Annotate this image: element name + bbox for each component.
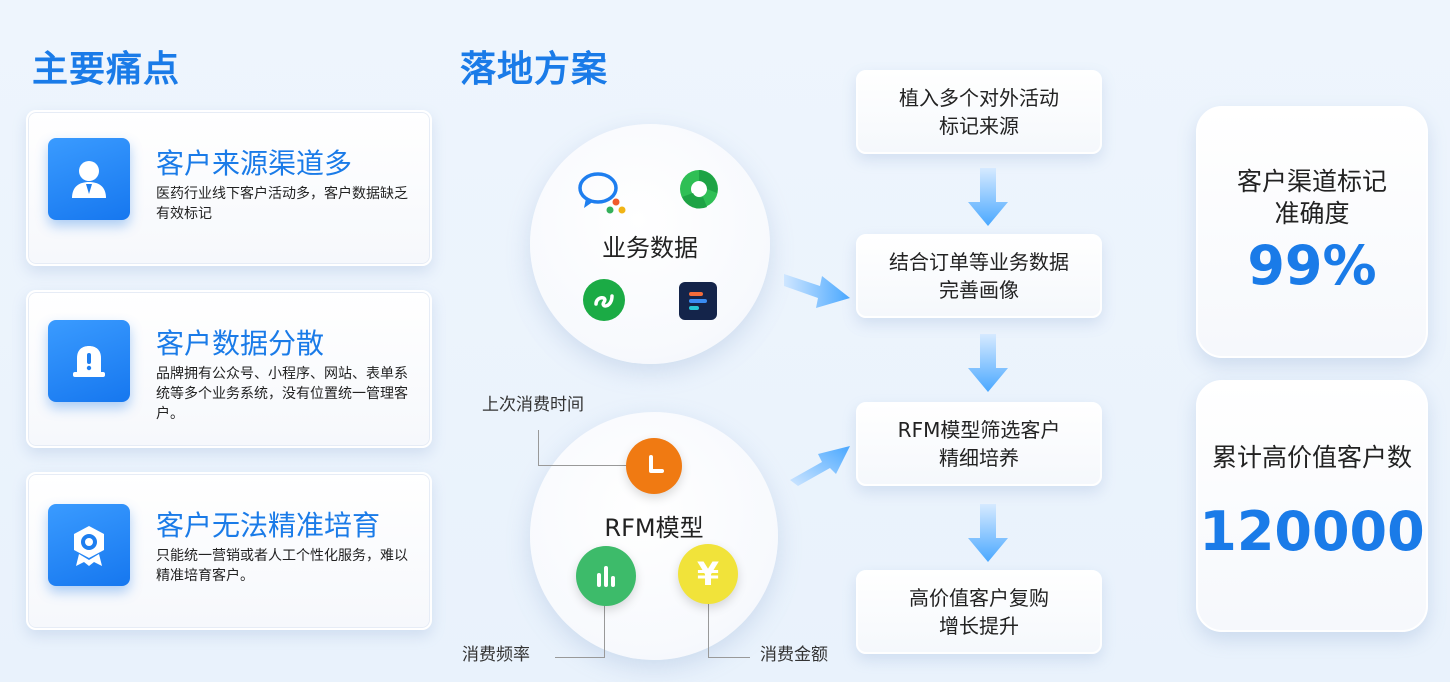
recency-leader-line	[538, 430, 628, 466]
pain-title: 客户数据分散	[156, 327, 325, 360]
metric-card-high-value-customers: 累计高价值客户数 120000	[1196, 380, 1428, 632]
pain-card-scattered: 客户数据分散 品牌拥有公众号、小程序、网站、表单系统等多个业务系统，没有位置统一…	[26, 290, 432, 448]
bar-chart-icon	[576, 546, 636, 606]
business-data-label: 业务数据	[602, 234, 698, 262]
rfm-label: RFM模型	[604, 514, 704, 542]
metric-label: 客户渠道标记 准确度	[1236, 167, 1387, 228]
step-rfm-filter: RFM模型筛选客户 精细培养	[856, 402, 1102, 486]
business-data-circle: 业务数据	[530, 124, 770, 364]
pain-card-nurture: 客户无法精准培育 只能统一营销或者人工个性化服务，难以精准培育客户。	[26, 472, 432, 630]
yen-icon: ¥	[678, 544, 738, 604]
green-swirl-app-icon	[676, 166, 722, 212]
step-repurchase-growth: 高价值客户复购 增长提升	[856, 570, 1102, 654]
arrow-down-icon	[968, 504, 1008, 562]
arrow-right-icon	[784, 274, 850, 308]
frequency-label: 消费频率	[462, 645, 530, 665]
metric-card-accuracy: 客户渠道标记 准确度 99%	[1196, 106, 1428, 358]
frequency-leader-line	[555, 600, 605, 658]
arrow-down-icon	[968, 334, 1008, 392]
bar-app-icon	[678, 281, 718, 321]
badge-icon	[48, 504, 130, 586]
pain-card-channels: 客户来源渠道多 医药行业线下客户活动多，客户数据缺乏有效标记	[26, 110, 432, 266]
pain-desc: 品牌拥有公众号、小程序、网站、表单系统等多个业务系统，没有位置统一管理客户。	[156, 366, 408, 422]
mini-program-icon	[582, 278, 626, 322]
clock-icon	[626, 438, 682, 494]
user-icon	[48, 138, 130, 220]
step-enrich-profile: 结合订单等业务数据 完善画像	[856, 234, 1102, 318]
monetary-leader-line	[708, 600, 750, 658]
metric-value: 99%	[1247, 234, 1377, 297]
metric-label: 累计高价值客户数	[1211, 443, 1412, 472]
pain-desc: 只能统一营销或者人工个性化服务，难以精准培育客户。	[156, 548, 408, 584]
pain-points-title: 主要痛点	[32, 49, 181, 90]
alert-icon	[48, 320, 130, 402]
pain-title: 客户来源渠道多	[156, 147, 353, 180]
solution-title: 落地方案	[460, 49, 609, 90]
metric-value: 120000	[1199, 500, 1425, 563]
chat-app-icon	[576, 166, 626, 216]
arrow-up-right-icon	[790, 446, 850, 486]
step-activity-source: 植入多个对外活动 标记来源	[856, 70, 1102, 154]
arrow-down-icon	[968, 168, 1008, 226]
monetary-label: 消费金额	[760, 645, 828, 665]
pain-desc: 医药行业线下客户活动多，客户数据缺乏有效标记	[156, 186, 408, 222]
pain-title: 客户无法精准培育	[156, 509, 381, 542]
recency-label: 上次消费时间	[482, 395, 584, 415]
